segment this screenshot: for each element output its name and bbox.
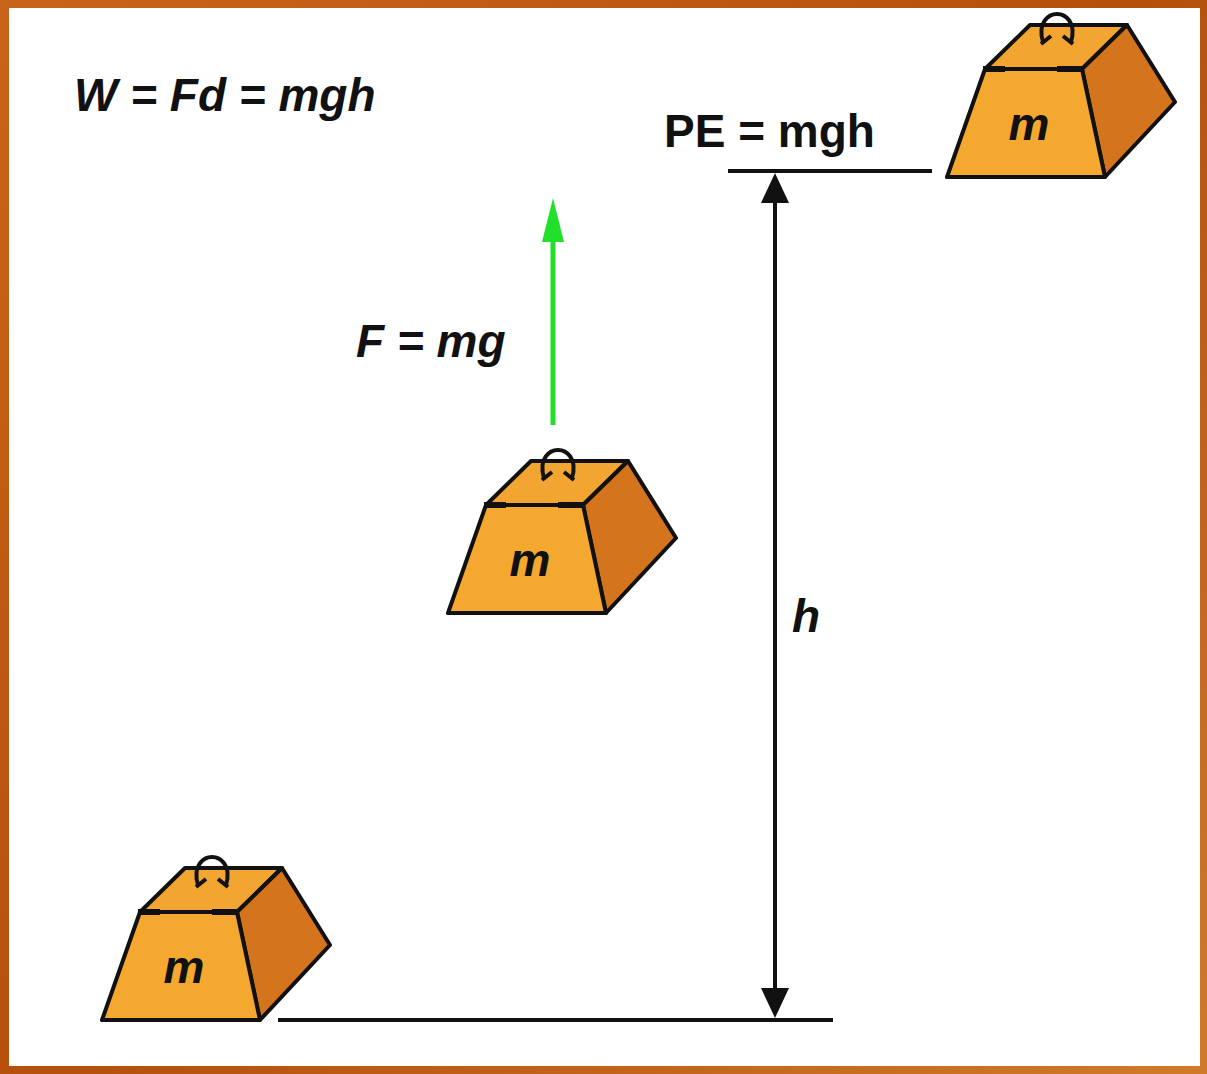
formula-label: PE = mgh	[664, 108, 875, 154]
mass-label: m	[1009, 101, 1050, 147]
weight: m	[100, 855, 332, 1025]
formula-label: F = mg	[356, 318, 506, 364]
force-arrow	[551, 235, 556, 425]
weight-shape	[100, 855, 332, 1025]
weight: m	[945, 12, 1177, 182]
arrow-head	[761, 173, 789, 203]
top-level-line	[728, 169, 932, 173]
weight: m	[446, 448, 678, 618]
ground-line	[278, 1018, 833, 1022]
formula-label: W = Fd = mgh	[74, 72, 376, 118]
mass-label: m	[164, 944, 205, 990]
height-arrow	[773, 178, 777, 1014]
arrow-head	[761, 988, 789, 1018]
force-arrow-head	[542, 198, 564, 242]
weight-shape	[446, 448, 678, 618]
mass-label: m	[510, 537, 551, 583]
formula-label: h	[792, 593, 820, 639]
weight-shape	[945, 12, 1177, 182]
